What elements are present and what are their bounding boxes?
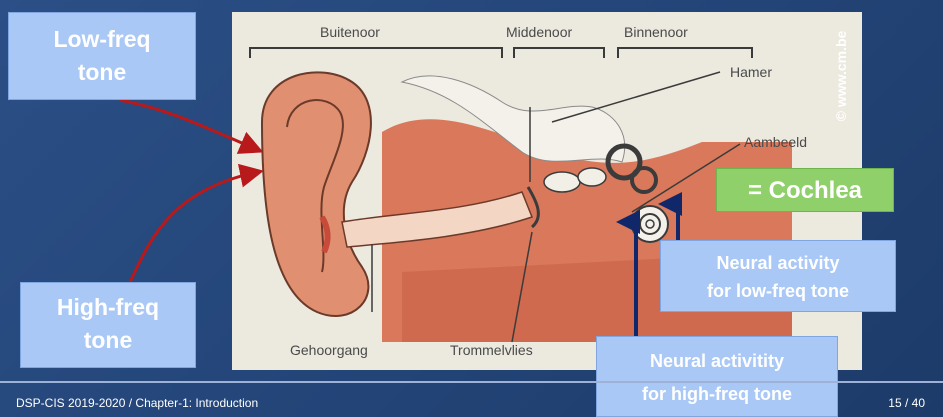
region-binnenoor: Binnenoor <box>624 24 688 40</box>
pinna <box>262 72 371 316</box>
part-hamer: Hamer <box>730 64 772 80</box>
neural-high-callout: Neural activitity for high-freq tone <box>596 336 838 417</box>
high-freq-line2: tone <box>21 324 195 357</box>
region-middenoor: Middenoor <box>506 24 572 40</box>
neural-low-line2: for low-freq tone <box>661 277 895 305</box>
part-trommelvlies: Trommelvlies <box>450 342 533 358</box>
part-gehoorgang: Gehoorgang <box>290 342 368 358</box>
neural-low-line1: Neural activity <box>661 249 895 277</box>
low-freq-line1: Low-freq <box>9 23 195 56</box>
cochlea-callout: = Cochlea <box>716 168 894 212</box>
high-freq-callout: High-freq tone <box>20 282 196 368</box>
middenoor-bracket <box>514 48 604 58</box>
cochlea-spiral <box>632 206 668 242</box>
neural-high-line1: Neural activitity <box>597 345 837 378</box>
footer-divider <box>0 381 943 383</box>
anvil <box>578 168 606 186</box>
low-freq-line2: tone <box>9 56 195 89</box>
binnenoor-bracket <box>618 48 752 58</box>
hammer <box>544 172 580 192</box>
page-number: 15 / 40 <box>888 396 925 410</box>
low-freq-callout: Low-freq tone <box>8 12 196 100</box>
part-aambeeld: Aambeeld <box>744 134 807 150</box>
footer-course-title: DSP-CIS 2019-2020 / Chapter-1: Introduct… <box>16 396 258 410</box>
buitenoor-bracket <box>250 48 502 58</box>
copyright-text: © www.cm.be <box>833 31 849 122</box>
neural-low-callout: Neural activity for low-freq tone <box>660 240 896 312</box>
high-freq-line1: High-freq <box>21 291 195 324</box>
region-buitenoor: Buitenoor <box>320 24 380 40</box>
copyright-watermark: © www.cm.be <box>826 6 856 146</box>
